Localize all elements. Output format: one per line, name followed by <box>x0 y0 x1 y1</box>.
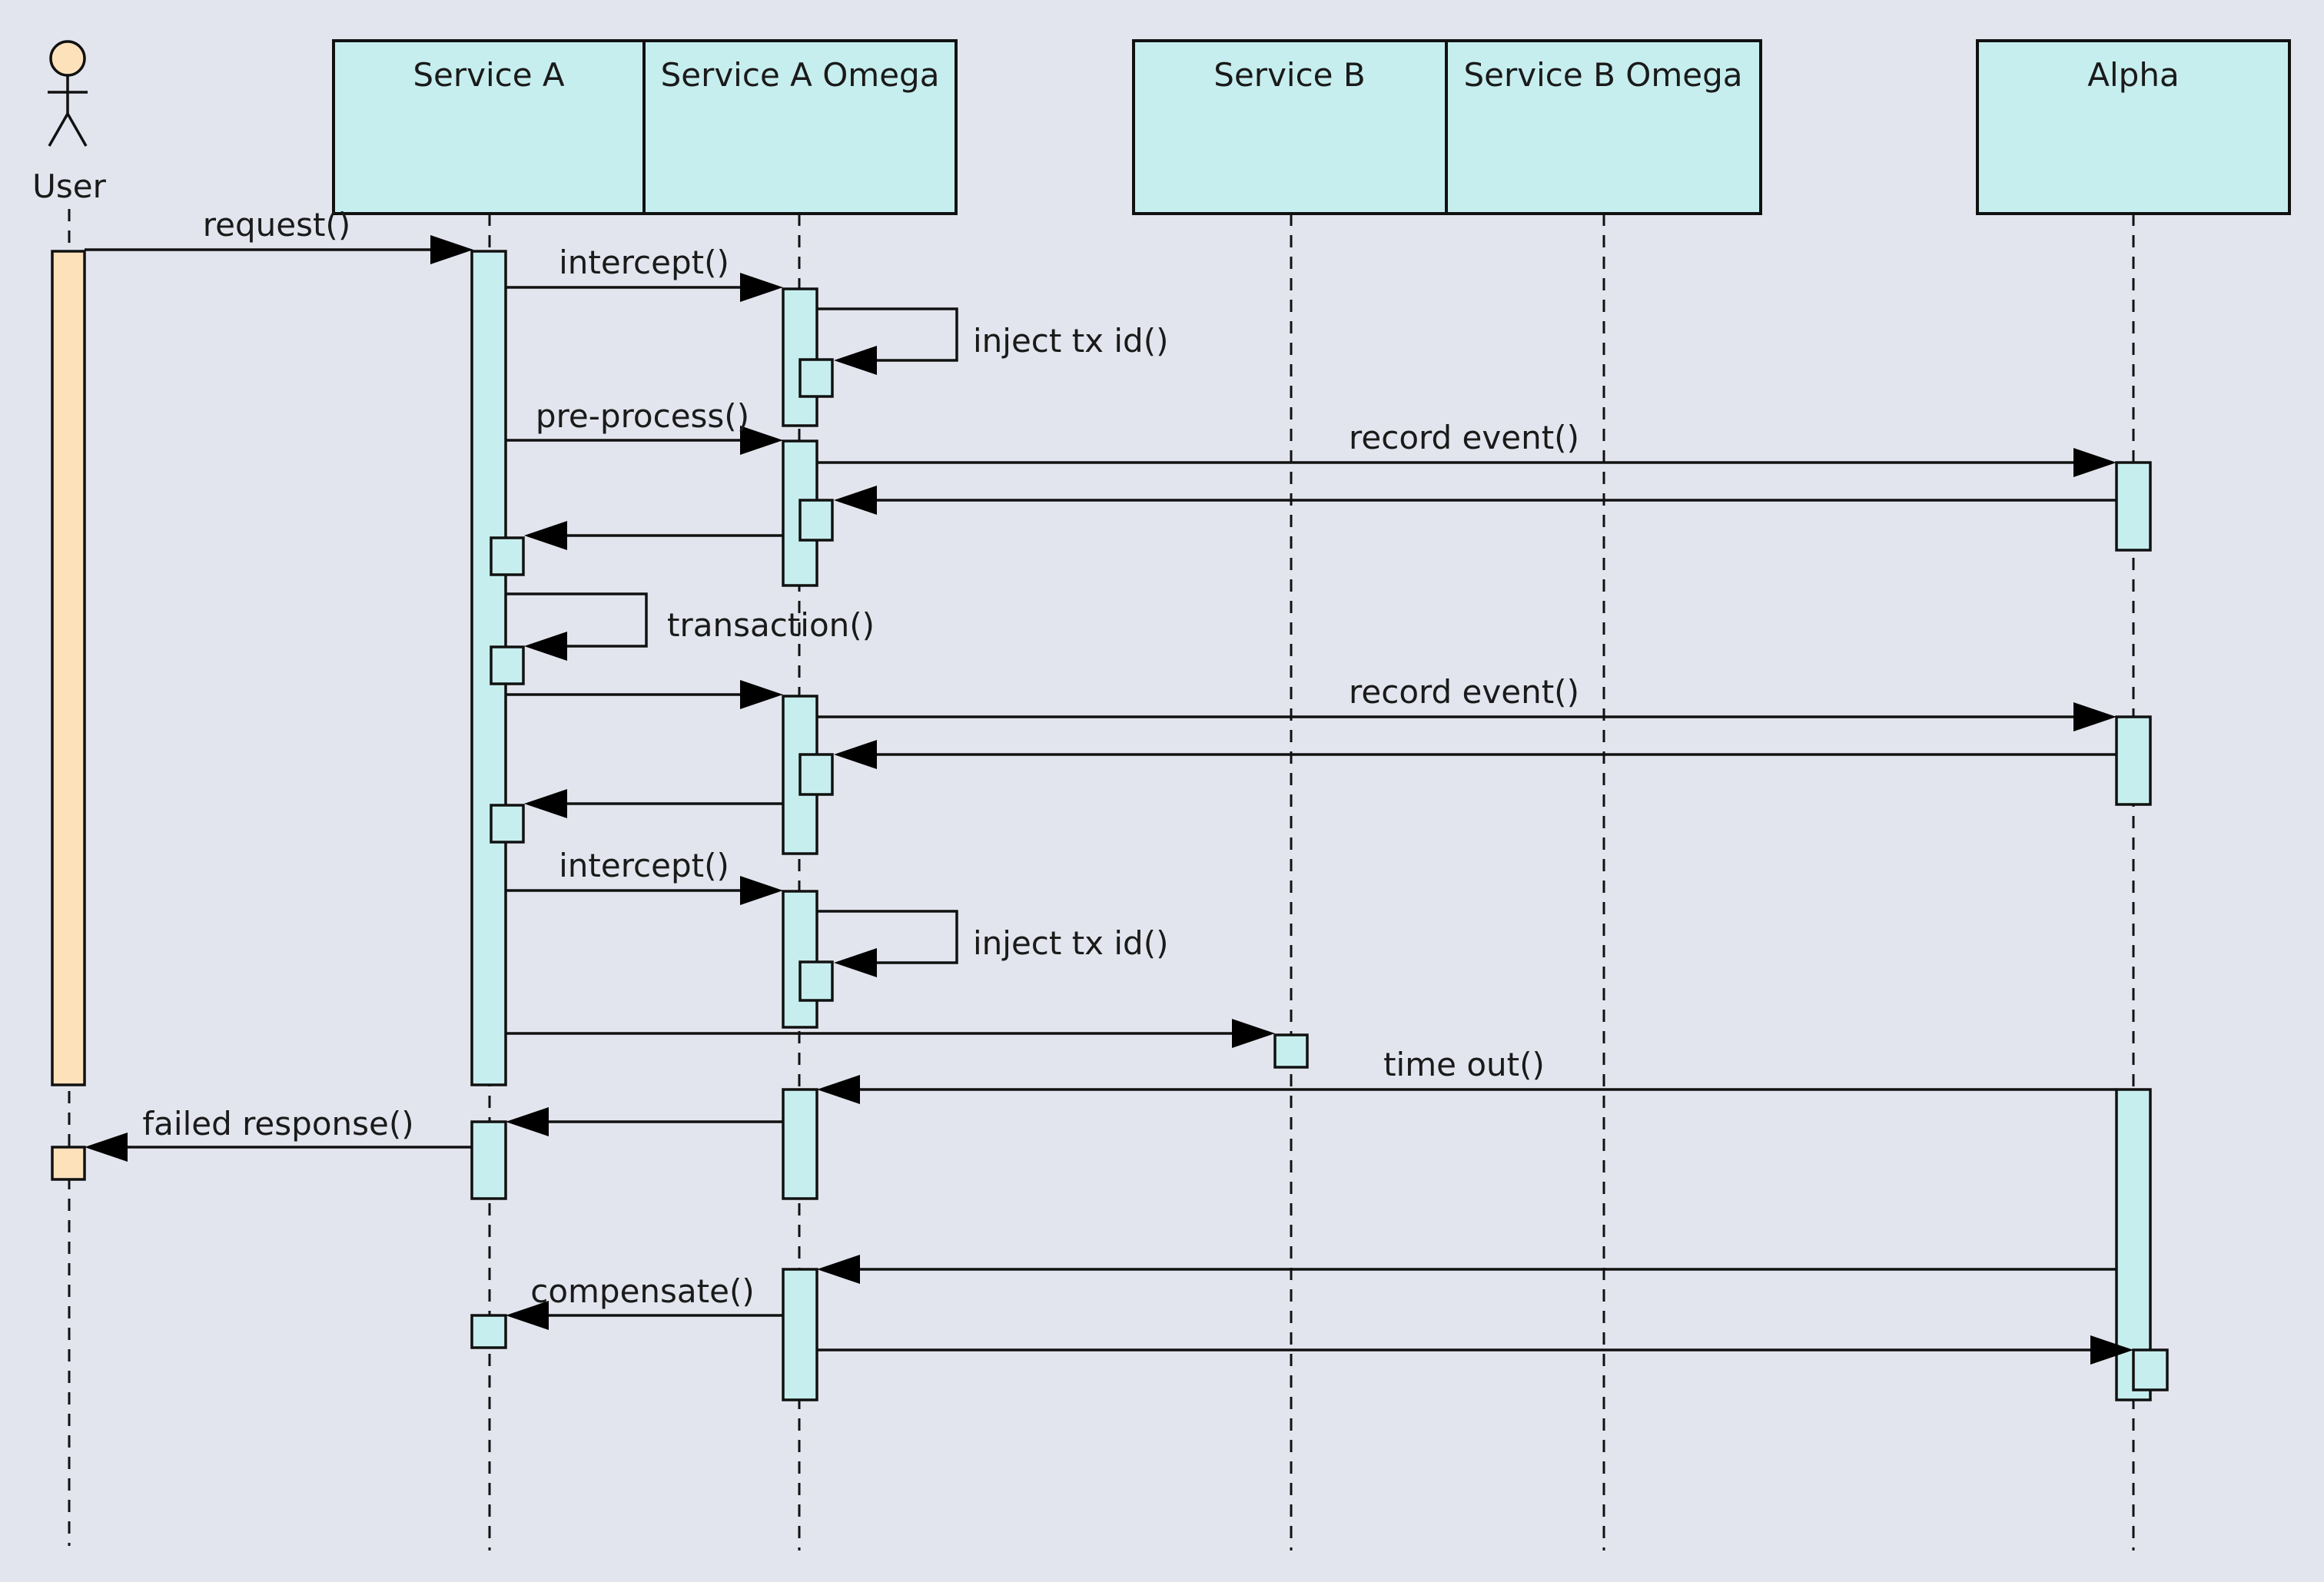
svg-text:record event(): record event() <box>1349 673 1579 711</box>
message-record-event-1-return <box>834 486 2116 515</box>
actor-right-leg <box>66 113 88 147</box>
arrowhead-icon <box>834 346 877 375</box>
omega-a-activation <box>782 287 818 427</box>
arrowhead-icon <box>740 426 783 455</box>
arrowhead-icon <box>817 1075 860 1104</box>
svg-text:request(): request() <box>203 206 350 244</box>
alpha-activation <box>2115 1088 2152 1401</box>
message-compensate: compensate() <box>506 1272 783 1330</box>
svg-text:inject tx id(): inject tx id() <box>973 322 1168 360</box>
participant-label: Service A Omega <box>661 56 940 94</box>
arrowhead-icon <box>834 948 877 977</box>
arrowhead-icon <box>2073 702 2116 731</box>
svg-text:time out(): time out() <box>1383 1046 1545 1083</box>
participant-label: Service B Omega <box>1464 56 1743 94</box>
message-pre-process: pre-process() <box>506 397 783 455</box>
service-a-activation-return <box>470 1120 507 1200</box>
svg-text:record event(): record event() <box>1349 419 1579 456</box>
arrowhead-icon <box>524 789 567 818</box>
alpha-activation <box>2115 715 2152 806</box>
service-b-activation <box>1273 1033 1309 1069</box>
participant-alpha[interactable]: Alpha <box>1976 39 2291 215</box>
message-request: request() <box>85 206 473 264</box>
message-record-event-2: record event() <box>817 673 2116 731</box>
service-a-activation-compensate <box>470 1314 507 1349</box>
arrowhead-icon <box>85 1133 128 1162</box>
participant-service-a-omega[interactable]: Service A Omega <box>642 39 958 215</box>
participant-label: Service A <box>413 56 565 94</box>
arrowhead-icon <box>834 486 877 515</box>
svg-text:compensate(): compensate() <box>530 1272 755 1310</box>
arrowhead-icon <box>430 235 473 264</box>
omega-a-activation <box>782 890 818 1029</box>
message-failed-response: failed response() <box>85 1105 472 1162</box>
arrowhead-icon <box>524 521 567 550</box>
svg-text:pre-process(): pre-process() <box>536 397 749 435</box>
arrowhead-icon <box>1232 1019 1275 1048</box>
arrowhead-icon <box>834 740 877 769</box>
arrowhead-icon <box>506 1301 549 1330</box>
omega-a-nested-activation <box>798 499 834 542</box>
message-call-service-b <box>506 1019 1275 1048</box>
svg-text:failed response(): failed response() <box>142 1105 413 1143</box>
user-activation <box>51 250 86 1086</box>
arrowhead-icon <box>506 1107 549 1136</box>
alpha-nested-activation <box>2132 1348 2169 1391</box>
arrowhead-icon <box>2090 1335 2133 1365</box>
message-inject-tx-id-1: inject tx id() <box>817 307 1168 375</box>
service-a-nested-activation <box>490 536 525 576</box>
user-activation-small <box>51 1146 86 1181</box>
actor-label: User <box>32 167 106 205</box>
message-record-event-1: record event() <box>817 419 2116 477</box>
message-omega-to-alpha <box>817 1335 2133 1365</box>
message-omega-to-service-a <box>506 1107 783 1136</box>
actor-head-icon <box>49 40 86 77</box>
message-record-event-2-return <box>834 740 2116 769</box>
participant-label: Alpha <box>2087 56 2179 94</box>
message-transaction: transaction() <box>506 592 875 661</box>
message-inject-tx-id-2: inject tx id() <box>817 910 1168 977</box>
svg-text:intercept(): intercept() <box>559 847 729 884</box>
alpha-activation <box>2115 461 2152 552</box>
arrowhead-icon <box>740 273 783 302</box>
message-alpha-to-omega <box>817 1255 2116 1284</box>
service-a-nested-activation <box>490 804 525 844</box>
svg-text:transaction(): transaction() <box>667 606 875 644</box>
participant-service-b-omega[interactable]: Service B Omega <box>1445 39 1762 215</box>
omega-a-activation <box>782 1088 818 1200</box>
message-intercept-1: intercept() <box>506 244 783 302</box>
arrowhead-icon <box>740 876 783 905</box>
message-post-transaction-return <box>524 789 783 818</box>
actor-left-leg <box>48 113 69 147</box>
omega-a-nested-activation <box>798 960 834 1002</box>
arrowhead-icon <box>740 680 783 709</box>
service-a-nested-activation <box>490 645 525 685</box>
omega-a-nested-activation <box>798 753 834 796</box>
arrowhead-icon <box>524 632 567 661</box>
svg-text:inject tx id(): inject tx id() <box>973 924 1168 962</box>
message-time-out: time out() <box>817 1046 2116 1104</box>
actor-user[interactable]: User <box>32 40 107 205</box>
participant-label: Service B <box>1213 56 1365 94</box>
message-pre-process-return <box>524 521 783 550</box>
omega-a-activation <box>782 1268 818 1401</box>
arrowhead-icon <box>2073 448 2116 477</box>
participant-service-a[interactable]: Service A <box>332 39 646 215</box>
participant-service-b[interactable]: Service B <box>1132 39 1448 215</box>
omega-a-nested-activation <box>798 358 834 398</box>
svg-text:intercept(): intercept() <box>559 244 729 281</box>
message-intercept-2: intercept() <box>506 847 783 905</box>
arrowhead-icon <box>817 1255 860 1284</box>
message-post-transaction <box>506 680 783 709</box>
